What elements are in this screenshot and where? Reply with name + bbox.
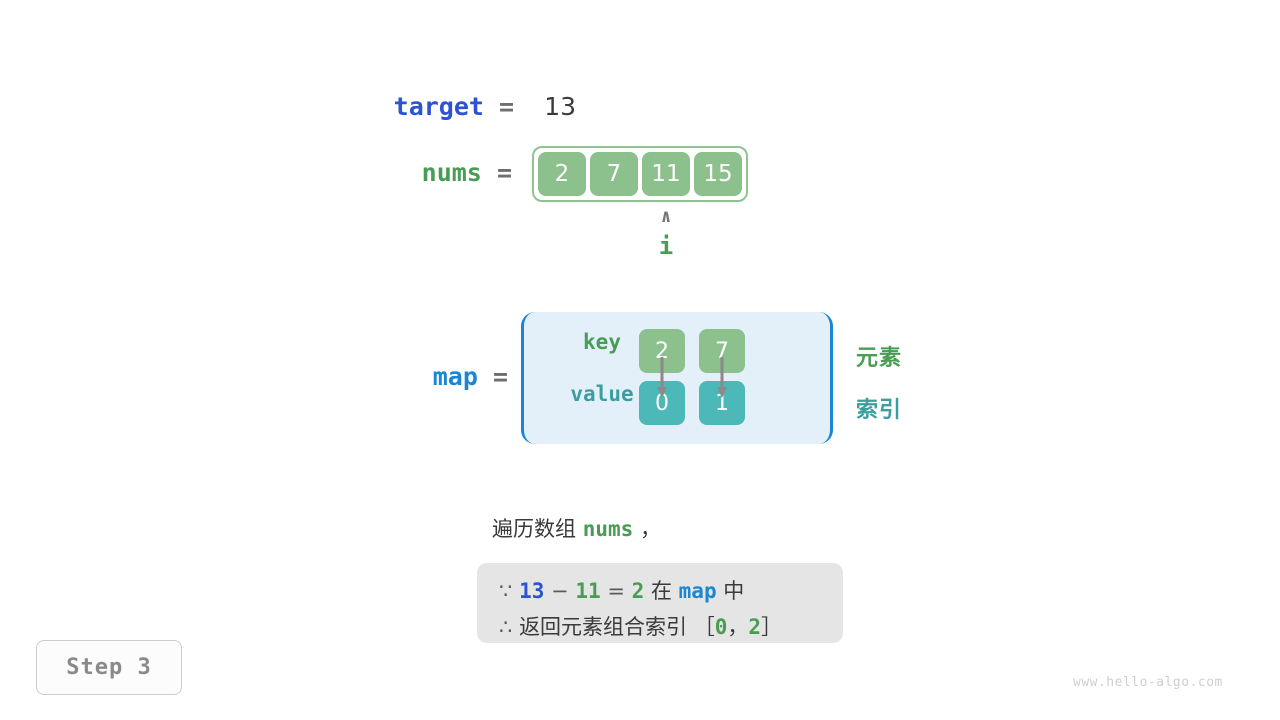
nums-cell: 15: [694, 152, 742, 196]
note-operand-b: 11: [575, 579, 601, 603]
nums-variable-name: nums: [421, 158, 482, 187]
map-container: key value 2 7 0 1: [521, 312, 833, 444]
map-key-cell: 7: [699, 329, 745, 373]
note-index-0: 0: [714, 615, 728, 639]
pointer-index-label: i: [658, 232, 674, 260]
nums-cell: 11: [642, 152, 690, 196]
note-line-1: ∵ 13 − 11 = 2 在 map 中: [499, 573, 821, 609]
map-assignment-label: map =: [0, 362, 508, 391]
map-value-cell: 1: [699, 381, 745, 425]
map-key-cell: 2: [639, 329, 685, 373]
map-value-row-label: value: [570, 382, 634, 406]
therefore-symbol: ∴: [499, 615, 513, 639]
description-line: 遍历数组 nums ，: [492, 513, 661, 543]
note-equals-symbol: =: [607, 579, 625, 603]
nums-assignment-label: nums =: [0, 158, 512, 187]
map-equals-sign: =: [492, 362, 508, 391]
note-bracket-close: ］: [761, 615, 783, 639]
legend-index-label: 索引: [856, 398, 903, 423]
note-line-2: ∴ 返回元素组合索引 ［0，2］: [499, 609, 821, 645]
description-code-token: nums: [582, 517, 634, 541]
nums-cell: 2: [538, 152, 586, 196]
target-variable-name: target: [393, 92, 484, 121]
nums-array-container: 2 7 11 15: [532, 146, 748, 202]
note-index-comma: ，: [727, 615, 749, 639]
note-box: ∵ 13 − 11 = 2 在 map 中 ∴ 返回元素组合索引 ［0，2］: [477, 563, 843, 643]
note-in-word: 在: [650, 579, 672, 603]
target-equals-sign: =: [499, 92, 515, 121]
note-operand-a: 13: [519, 579, 545, 603]
because-symbol: ∵: [499, 579, 513, 603]
note-index-1: 2: [748, 615, 762, 639]
target-value: 13: [544, 92, 576, 121]
pointer-caret-icon: ∧: [660, 206, 672, 227]
nums-equals-sign: =: [496, 158, 512, 187]
watermark: www.hello-algo.com: [1073, 675, 1223, 690]
target-assignment: target = 13: [0, 92, 576, 121]
map-value-cell: 0: [639, 381, 685, 425]
step-badge: Step 3: [36, 640, 182, 695]
description-suffix: ，: [633, 517, 661, 541]
minus-symbol: −: [551, 579, 569, 603]
nums-cell: 7: [590, 152, 638, 196]
note-map-token: map: [678, 579, 717, 603]
legend-element-label: 元素: [856, 346, 903, 371]
note-return-text: 返回元素组合索引 ［: [519, 615, 715, 639]
map-key-row-label: key: [583, 330, 621, 354]
note-zhong-word: 中: [723, 579, 745, 603]
note-result: 2: [631, 579, 645, 603]
description-prefix: 遍历数组: [492, 517, 583, 541]
map-variable-name: map: [432, 362, 478, 391]
